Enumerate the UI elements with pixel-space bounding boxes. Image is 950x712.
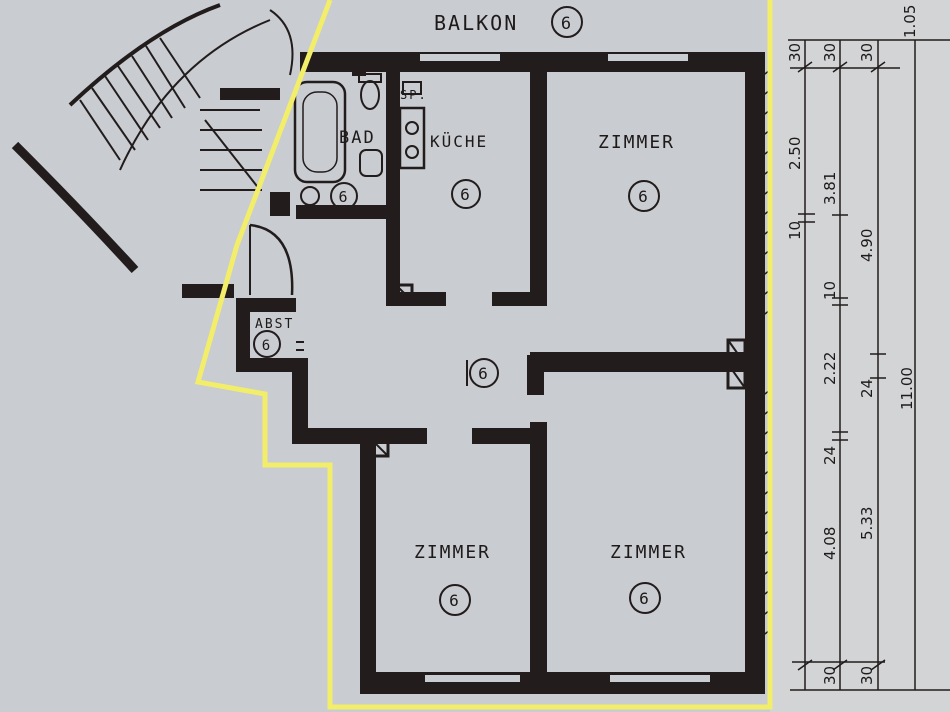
kitchen-fixtures [398, 81, 426, 170]
balkon-number: 6 [561, 14, 573, 34]
flur-number-circle [469, 358, 499, 388]
zimmer-ne-number: 6 [638, 187, 650, 206]
dim-30-e: 30 [858, 43, 876, 62]
kueche-east-wall [530, 65, 547, 305]
balkon-number-circle [551, 6, 583, 38]
kueche-number: 6 [460, 185, 472, 204]
balkon-label: BALKON [434, 11, 518, 35]
south-window-gap-1 [425, 675, 520, 683]
hall-west-wall [292, 358, 308, 444]
abst-west-wall [236, 300, 250, 372]
dim-24-b: 24 [858, 379, 876, 398]
sink-icon [402, 81, 422, 95]
bath-appliance-icon [300, 186, 320, 206]
stair-inner-curve [119, 19, 271, 171]
bad-number: 6 [338, 188, 349, 206]
dim-30-a: 30 [786, 43, 804, 62]
bad-number-circle [330, 182, 358, 210]
zimmer-divider-wall [530, 352, 745, 372]
doors [249, 223, 304, 351]
zimmer-sw-number: 6 [449, 591, 461, 610]
zimmer-ne-label: ZIMMER [598, 132, 675, 153]
dim-105: 1.05 [901, 5, 919, 38]
kueche-west-wall [386, 65, 400, 305]
south-window-gap-2 [610, 675, 710, 683]
kueche-label: KÜCHE [430, 132, 488, 151]
dim-1100: 11.00 [898, 367, 916, 410]
dim-30-b: 30 [821, 666, 839, 685]
hall-east-stub [527, 355, 544, 395]
dim-490: 4.90 [858, 229, 876, 262]
hall-south-wall-east [472, 428, 547, 444]
zimmer-sw-label: ZIMMER [414, 542, 491, 563]
zimmer-ne-number-circle [628, 180, 660, 212]
dimension-lines [788, 39, 950, 691]
bad-south-wall [296, 205, 386, 219]
dimension-margin [770, 0, 950, 712]
dimension-labels: 30 2.50 10 10 2.22 24 4.08 30 30 3.81 24… [786, 5, 919, 685]
north-window-gap-2 [608, 54, 688, 62]
shafts [271, 193, 747, 458]
dim-222: 2.22 [821, 352, 839, 385]
bathroom-fixtures [293, 68, 383, 206]
dim-24-a: 24 [821, 446, 839, 465]
zimmer-se-number-circle [629, 582, 661, 614]
hall-south-wall-west [292, 428, 427, 444]
stove-icon [398, 106, 426, 170]
entrance-door-swing [249, 223, 294, 296]
dim-408: 4.08 [821, 527, 839, 560]
dim-250: 2.50 [786, 137, 804, 170]
dim-10-a: 10 [786, 221, 804, 240]
bathtub-icon [293, 80, 347, 184]
dim-30-c: 30 [821, 43, 839, 62]
abst-south-wall [236, 358, 308, 372]
abst-number-circle [253, 330, 281, 358]
dim-10-b: 10 [821, 281, 839, 300]
stair-wall [220, 88, 280, 100]
staircase [11, 3, 294, 298]
sp-label: SP. [400, 88, 428, 102]
zimmer-sw-number-circle [439, 584, 471, 616]
abst-number: 6 [262, 338, 272, 354]
dim-533: 5.33 [858, 507, 876, 540]
washbasin-icon [359, 149, 383, 177]
stair-outer-wall [11, 141, 139, 274]
zimmer-se-label: ZIMMER [610, 542, 687, 563]
dim-30-d: 30 [858, 666, 876, 685]
stair-rail [68, 3, 221, 107]
apartment-outline [194, 0, 773, 710]
zimmer-sw-east-wall [530, 422, 547, 682]
dim-381: 3.81 [821, 172, 839, 205]
west-wall-lower [360, 428, 376, 694]
stair-treads [79, 37, 262, 191]
bad-label: BAD [339, 128, 376, 148]
walls [236, 52, 765, 694]
abst-north-wall [236, 298, 296, 312]
zimmer-se-number: 6 [639, 589, 651, 608]
east-wall [745, 52, 765, 692]
north-window-gap [420, 54, 500, 62]
kueche-number-circle [451, 179, 481, 209]
flur-number: 6 [478, 364, 490, 383]
stair-landing-curve [269, 9, 294, 76]
abst-label: ABST [255, 317, 294, 332]
